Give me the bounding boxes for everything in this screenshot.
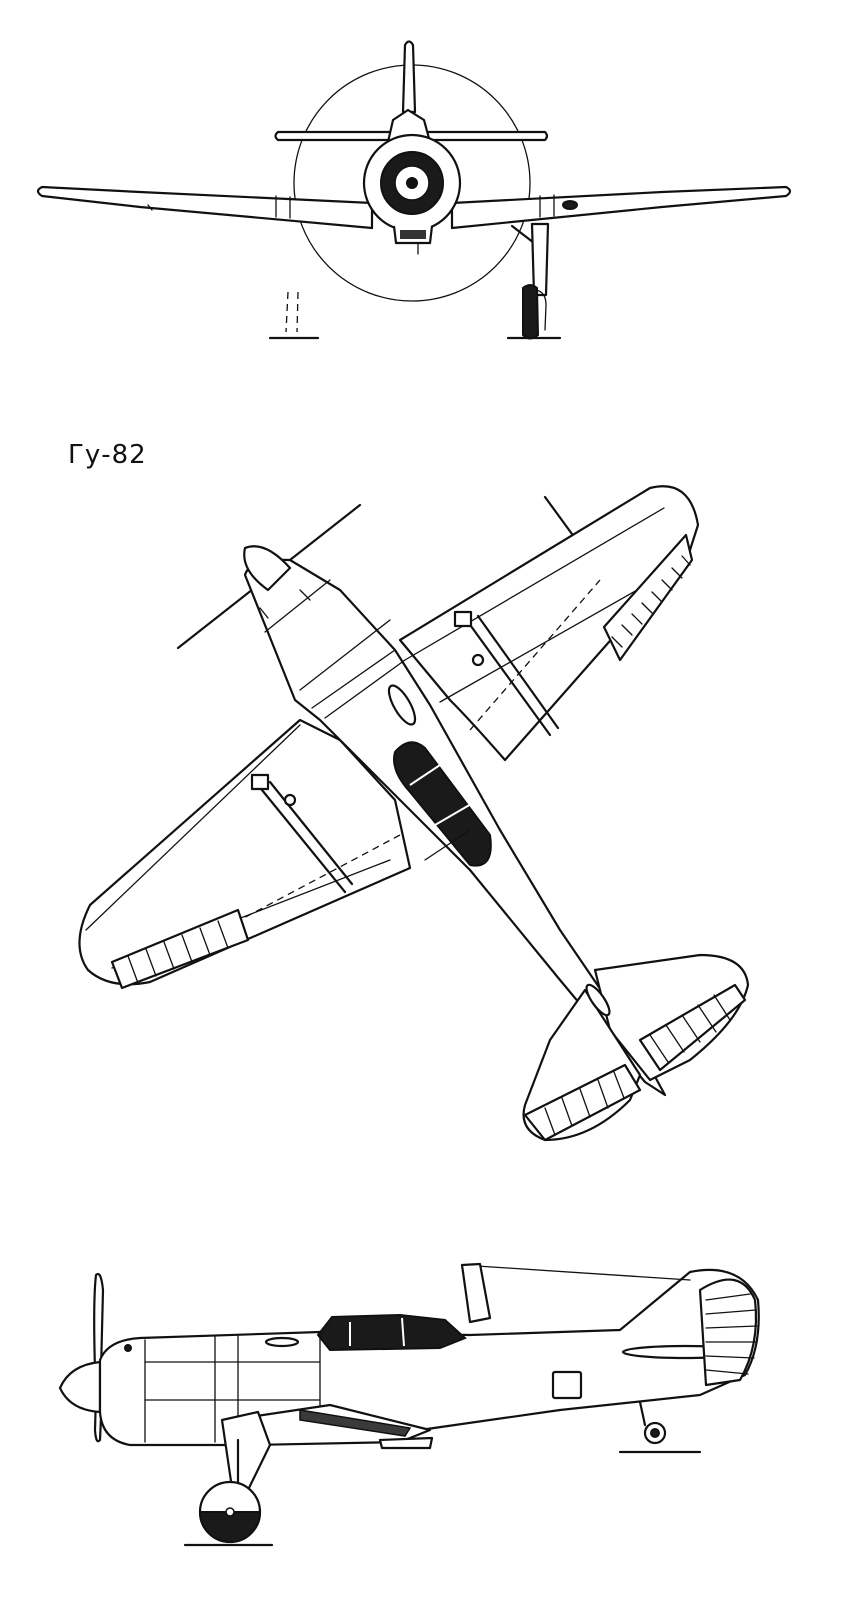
fuselage bbox=[98, 1268, 760, 1447]
right-wing bbox=[398, 485, 700, 762]
main-landing-gear bbox=[220, 1410, 272, 1492]
left-wing bbox=[36, 185, 374, 230]
right-wing bbox=[450, 185, 792, 230]
right-stabilizer bbox=[593, 953, 750, 1082]
vertical-fin bbox=[401, 40, 417, 114]
cockpit-canopy bbox=[316, 1313, 467, 1352]
side-view-drawing bbox=[0, 1230, 850, 1624]
access-panel bbox=[551, 1370, 583, 1400]
left-wing bbox=[78, 718, 412, 986]
spinner bbox=[243, 545, 292, 592]
cockpit-canopy bbox=[393, 741, 492, 867]
aircraft-designation-label: Гу-82 bbox=[68, 440, 147, 470]
plan-view-drawing bbox=[0, 380, 850, 1230]
spinner bbox=[58, 1360, 102, 1414]
front-view-drawing bbox=[0, 0, 850, 380]
